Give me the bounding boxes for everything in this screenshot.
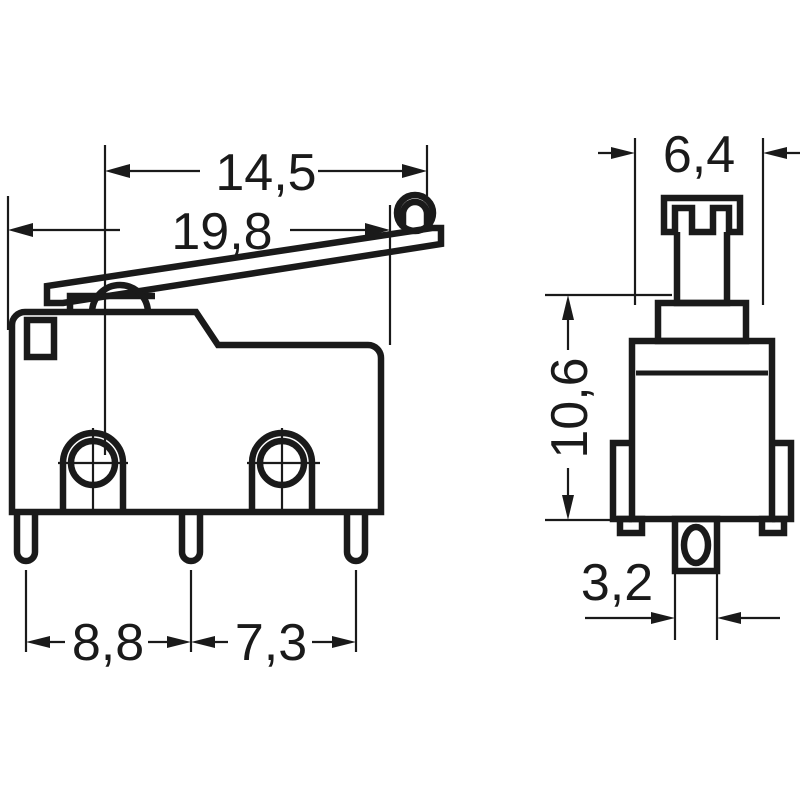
mounting-hole-left xyxy=(58,428,128,512)
plunger-dome xyxy=(88,281,152,314)
arrow-head-10-6-bottom xyxy=(562,495,574,520)
lever-blade xyxy=(43,224,445,307)
dimension-6-4: 6,4 xyxy=(598,126,800,184)
arrow-head-14-5-right xyxy=(402,164,427,178)
arrow-head-7-3-right xyxy=(332,636,356,648)
dimension-label-3-2: 3,2 xyxy=(581,554,653,612)
flange-foot-right xyxy=(758,515,788,537)
hinge-lever xyxy=(43,191,445,307)
solder-pin-1 xyxy=(13,512,39,565)
actuator-crown xyxy=(660,194,744,236)
arrow-head-3-2-left xyxy=(651,612,675,624)
dimension-3-2: 3,2 xyxy=(581,554,780,624)
switch-body-side xyxy=(8,308,385,516)
pin-spacing-extension-lines xyxy=(24,570,358,652)
body-outline-side xyxy=(8,308,385,516)
body-marker-square xyxy=(23,316,58,361)
solder-pins xyxy=(13,512,369,565)
dimension-19-8: 19,8 xyxy=(8,203,390,261)
side-view: 14,5 19,8 xyxy=(6,144,445,672)
front-view: 6,4 10,6 3,2 xyxy=(541,126,800,640)
arrow-head-19-8-right xyxy=(365,223,390,237)
arrow-head-7-3-left xyxy=(191,636,215,648)
arrow-head-8-8-left xyxy=(26,636,50,648)
arrow-head-8-8-right xyxy=(167,636,191,648)
flange-foot-left xyxy=(616,515,646,537)
arrow-head-6-4-left xyxy=(611,147,635,159)
solder-pin-2 xyxy=(178,512,204,565)
dimension-label-7-3: 7,3 xyxy=(235,614,307,672)
solder-pin-3 xyxy=(343,512,369,565)
dimension-label-6-4: 6,4 xyxy=(663,126,735,184)
dimension-label-10-6: 10,6 xyxy=(541,357,599,458)
center-terminal xyxy=(671,515,721,575)
lever-roller-inner xyxy=(399,198,431,228)
side-view-extension-lines xyxy=(6,145,429,455)
dimension-label-8-8: 8,8 xyxy=(72,614,144,672)
pivot-bracket xyxy=(66,292,155,313)
dimension-8-8: 8,8 xyxy=(26,614,191,672)
dimension-10-6: 10,6 xyxy=(541,295,599,520)
dimension-label-14-5: 14,5 xyxy=(215,144,316,202)
arrow-head-14-5-left xyxy=(105,164,130,178)
arrow-head-19-8-left xyxy=(8,223,33,237)
arrow-head-10-6-top xyxy=(562,295,574,320)
mounting-hole-right xyxy=(247,428,320,512)
arrow-head-6-4-right xyxy=(763,147,787,159)
terminal-tab xyxy=(671,515,721,575)
terminal-oval-hole xyxy=(680,523,712,567)
dimension-7-3: 7,3 xyxy=(191,614,356,672)
dimension-14-5: 14,5 xyxy=(105,144,427,202)
arrow-head-3-2-right xyxy=(717,612,741,624)
lever-pivot-assembly xyxy=(66,281,155,314)
mounting-flanges xyxy=(609,439,795,537)
